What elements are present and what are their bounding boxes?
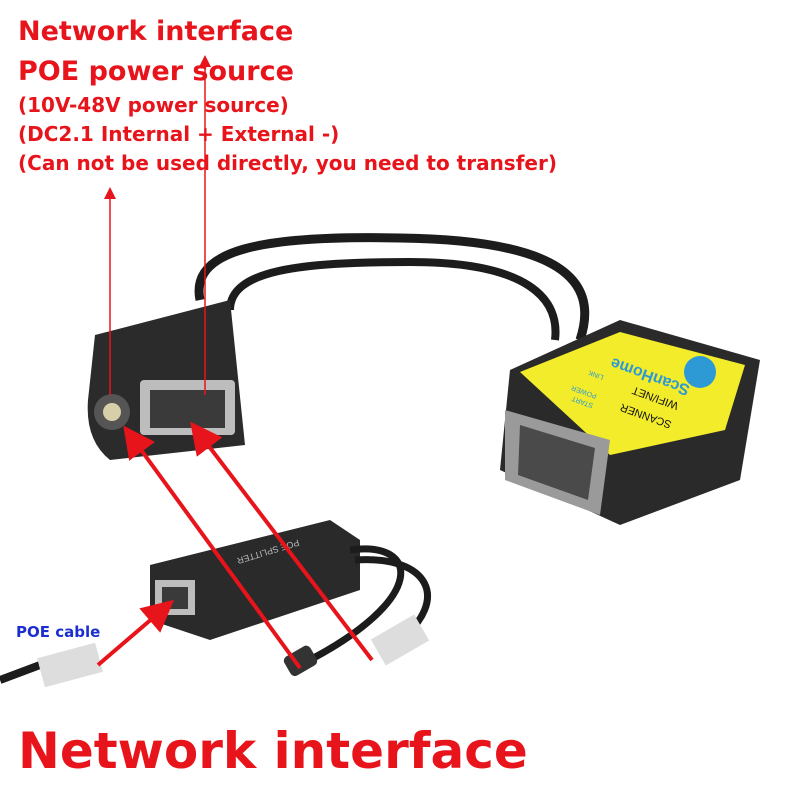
poe-splitter: POE SPLITTER — [0, 520, 431, 688]
poe-cable-label: POE cable — [16, 623, 101, 641]
scanner-device: SCANNER WIFI/NET LINK POWER START ScanHo… — [500, 320, 760, 525]
cable — [226, 257, 560, 341]
annotation-voltage: (10V-48V power source) — [18, 93, 289, 117]
annotation-dc-polarity: (DC2.1 Internal + External -) — [18, 122, 340, 146]
bottom-title: Network interface — [18, 722, 528, 780]
rj45-socket-connector — [87, 300, 245, 460]
arrow-rj45-plug — [190, 421, 374, 662]
arrow-poe-cable — [96, 599, 175, 667]
annotation-poe-power: POE power source — [18, 56, 294, 87]
annotation-network-interface: Network interface — [18, 16, 294, 47]
scanhome-logo-icon — [684, 356, 716, 388]
annotation-transfer-note: (Can not be used directly, you need to t… — [18, 151, 557, 175]
arrow-dc-plug — [123, 425, 302, 670]
cable — [194, 233, 590, 342]
